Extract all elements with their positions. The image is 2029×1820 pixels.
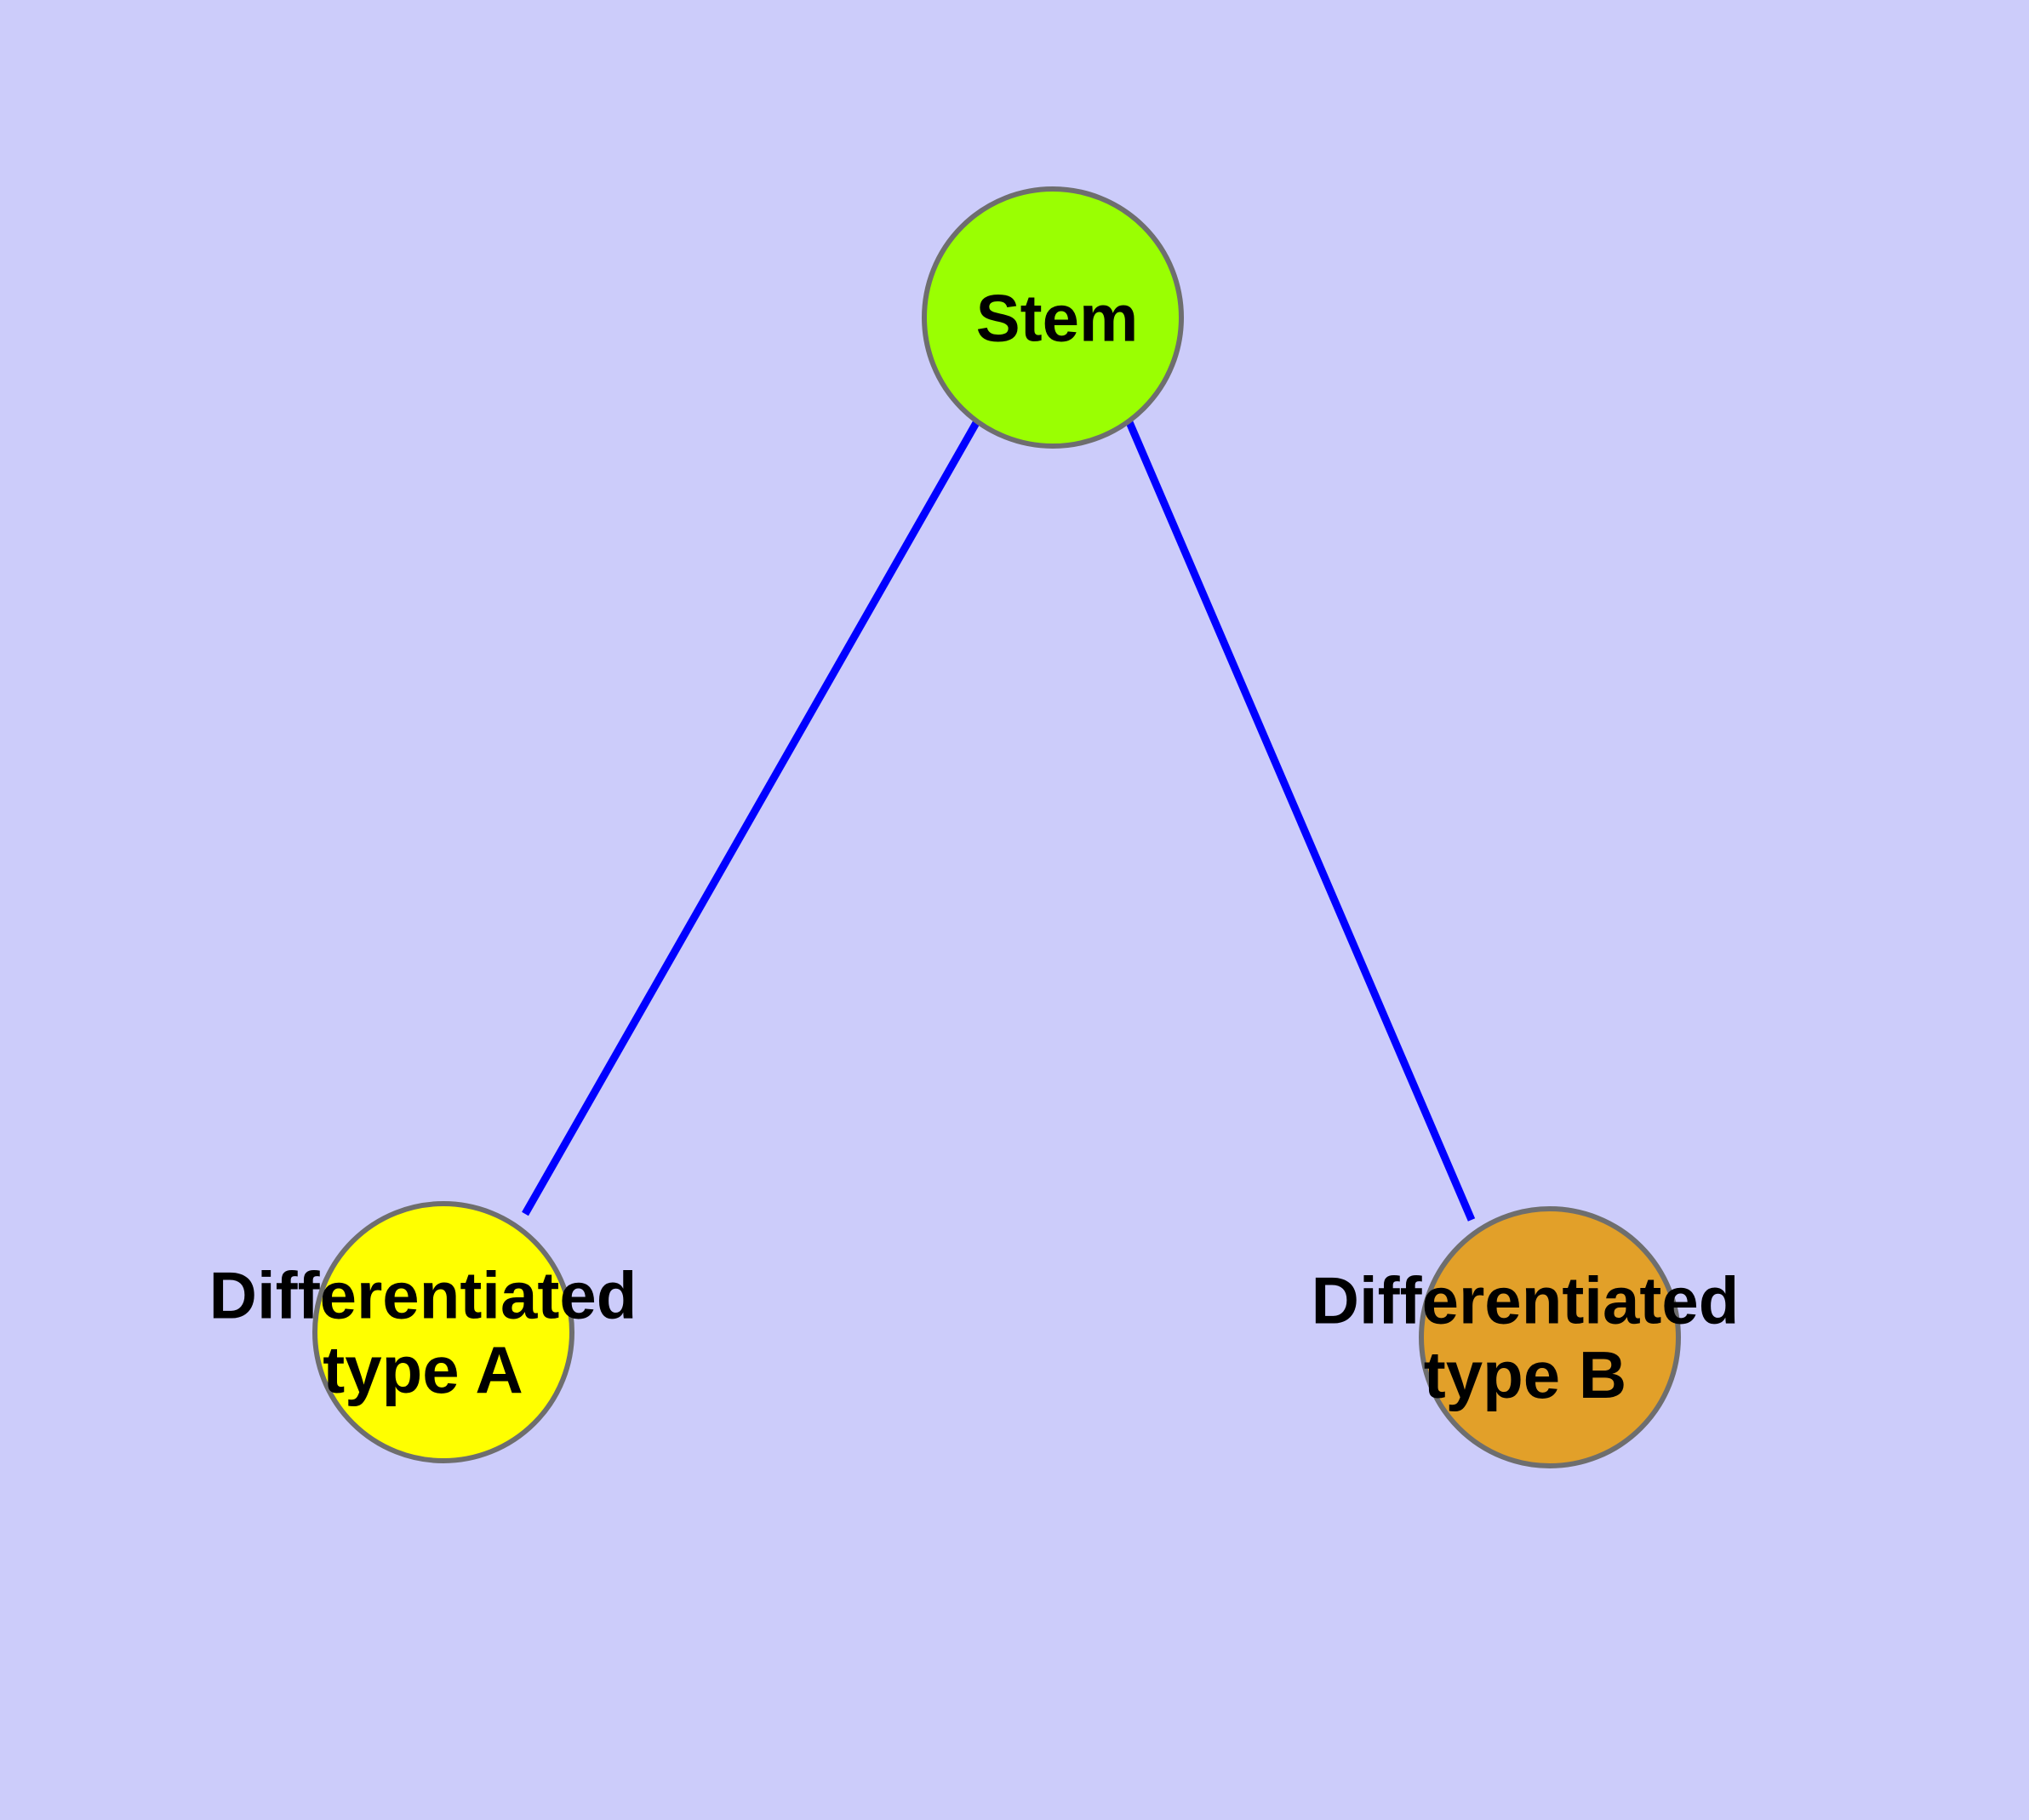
node-label-line: Differentiated bbox=[209, 1258, 637, 1333]
graph-edge[interactable] bbox=[522, 419, 980, 1216]
graph-node-diff_b[interactable] bbox=[1419, 1206, 1681, 1468]
node-label-line: Differentiated bbox=[1312, 1263, 1740, 1338]
graph-edge[interactable] bbox=[1125, 421, 1476, 1222]
graph-node-diff_a[interactable] bbox=[312, 1201, 574, 1463]
node-label-line: type A bbox=[323, 1332, 523, 1407]
edges-layer bbox=[522, 419, 1476, 1222]
node-label-line: Stem bbox=[976, 280, 1139, 355]
node-label-line: type B bbox=[1424, 1337, 1626, 1412]
node-label-stem: Stem bbox=[976, 280, 1139, 355]
nodes-layer bbox=[312, 186, 1681, 1468]
graph-node-stem[interactable] bbox=[922, 186, 1184, 449]
